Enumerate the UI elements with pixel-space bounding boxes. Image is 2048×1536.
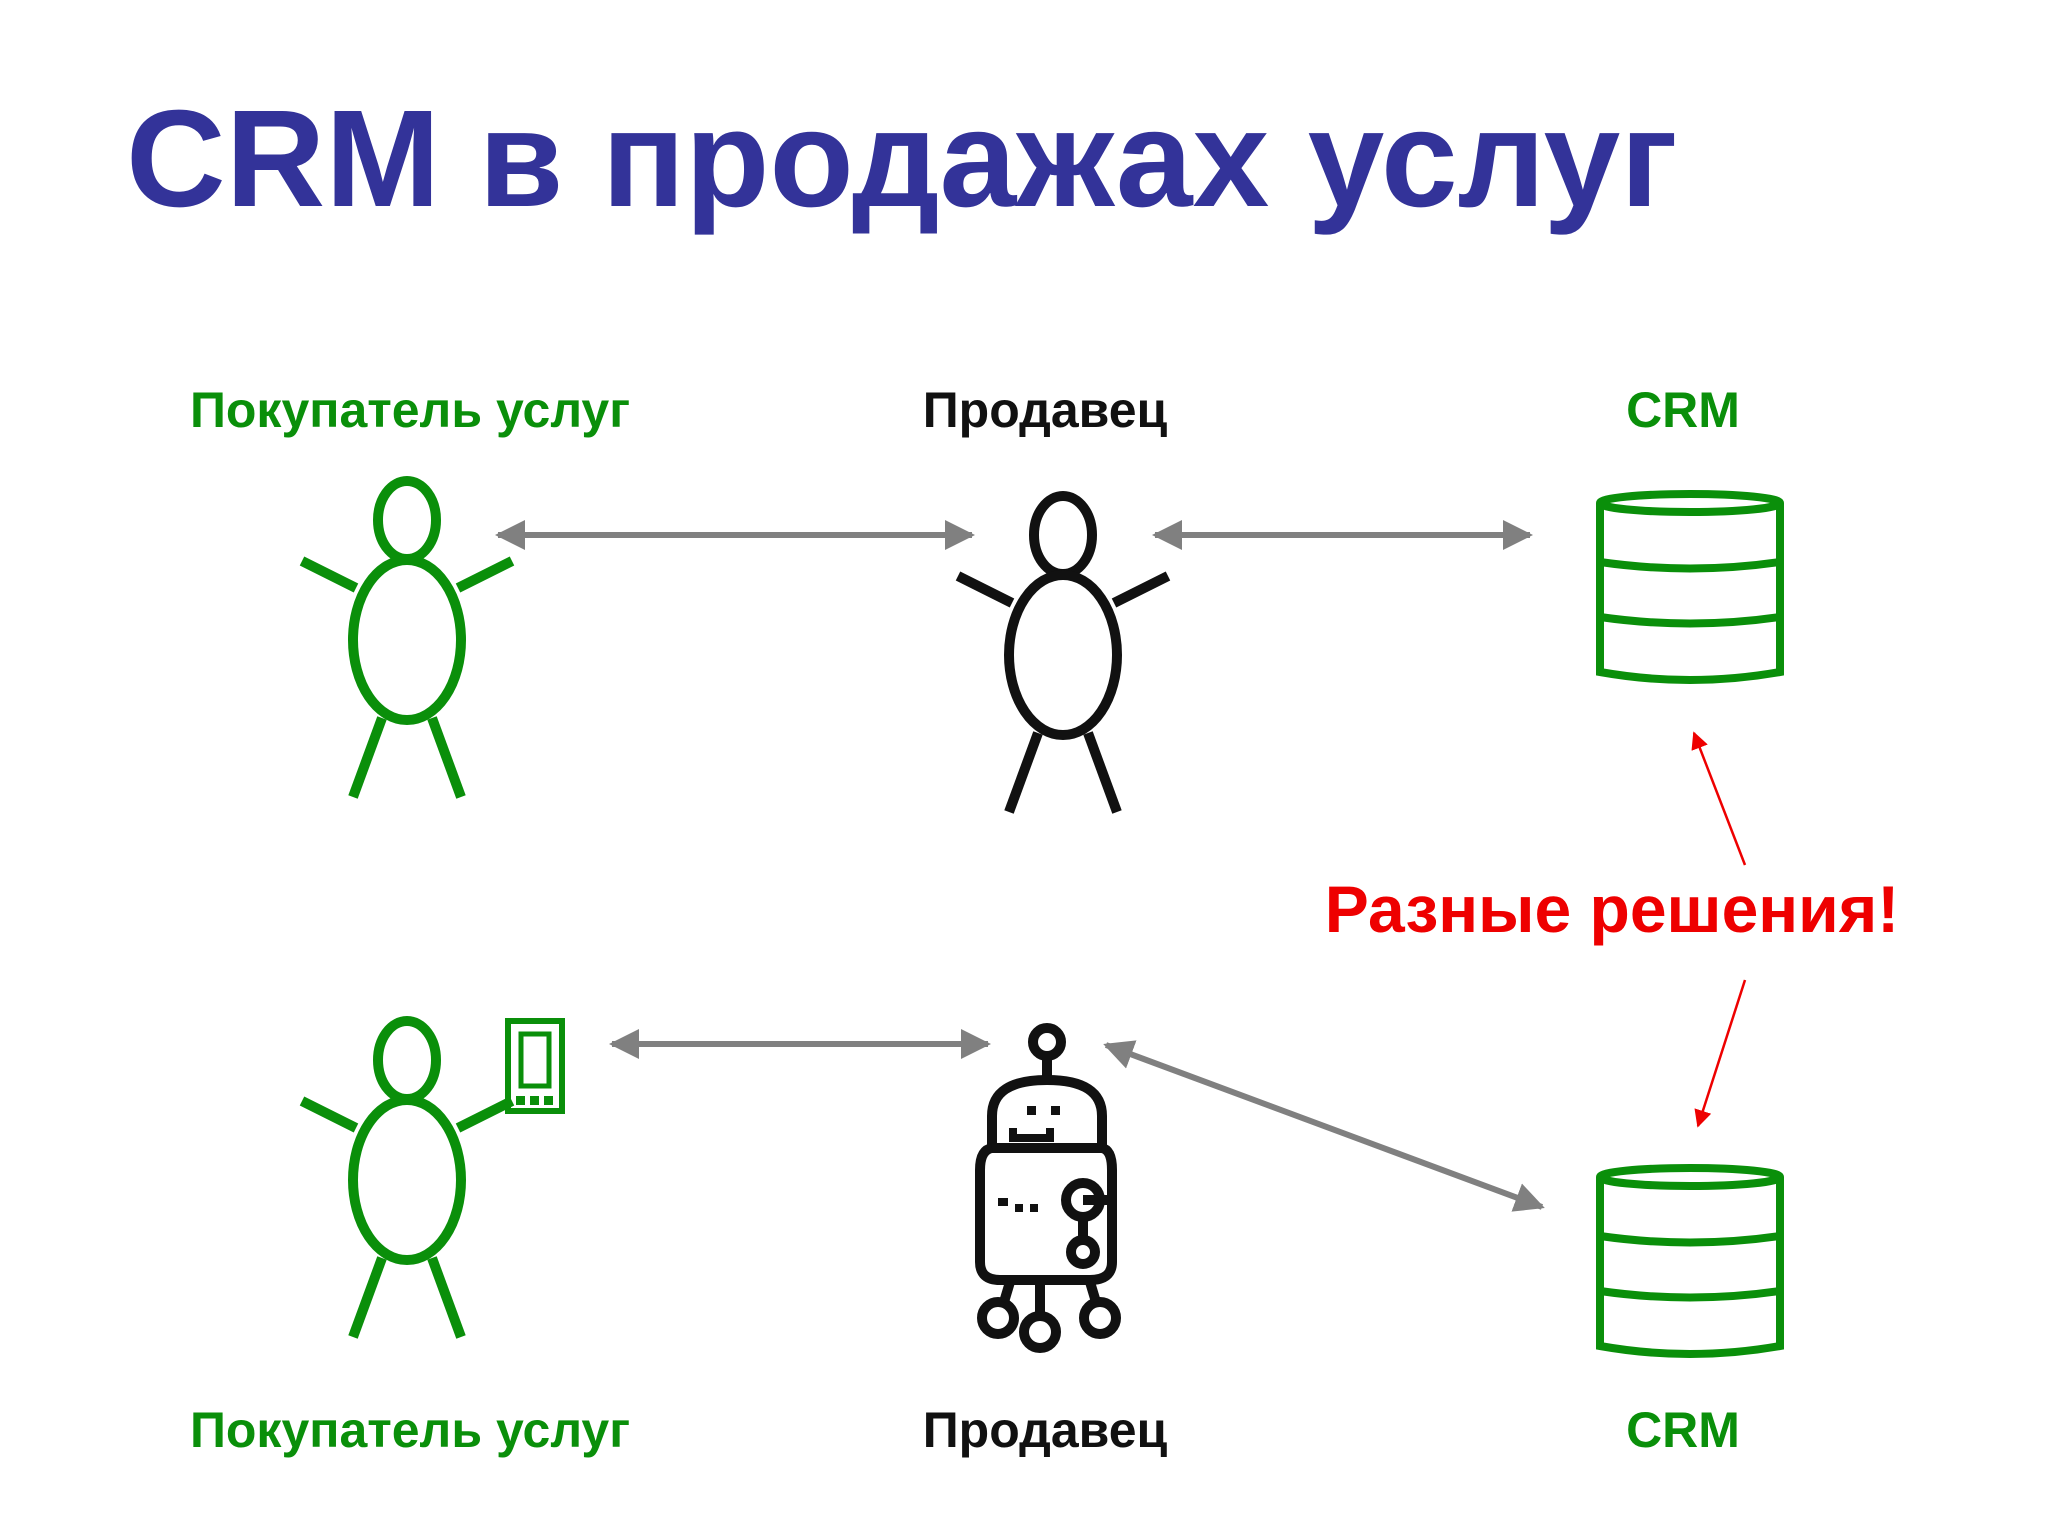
bottom-seller-crm-arrow: [1103, 1040, 1545, 1212]
bottom-seller-label: Продавец: [922, 1402, 1168, 1458]
bottom-crm-database-icon: [1596, 1164, 1784, 1358]
top-seller-stick-figure-icon: [955, 491, 1171, 814]
top-buyer-label: Покупатель услуг: [189, 382, 631, 438]
page-title: CRM в продажах услуг: [126, 82, 1678, 236]
bottom-crm-label: CRM: [1626, 1402, 1740, 1458]
bottom-buyer-stick-figure-icon: [299, 1016, 515, 1339]
top-crm-database-icon: [1596, 490, 1784, 684]
smartphone-icon: [505, 1018, 565, 1114]
robot-icon: [975, 1023, 1121, 1353]
note-to-bottom-crm-arrow: [1694, 979, 1747, 1128]
note-to-top-crm-arrow: [1691, 731, 1747, 866]
top-crm-label: CRM: [1626, 382, 1740, 438]
different-solutions-note: Разные решения!: [1324, 872, 1900, 946]
top-seller-label: Продавец: [922, 382, 1168, 438]
top-buyer-stick-figure-icon: [299, 476, 515, 799]
bottom-buyer-label: Покупатель услуг: [189, 1402, 631, 1458]
